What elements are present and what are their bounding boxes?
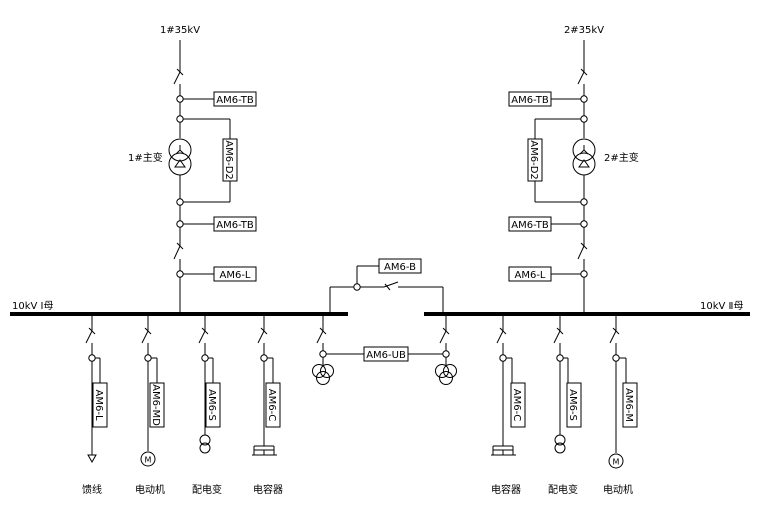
motor-branch-left: M AM6-MD [140, 316, 165, 467]
right-ct-mid [580, 198, 588, 206]
dist-branch-left: AM6-S [198, 316, 221, 454]
meter-dist-s-left-label: AM6-S [206, 389, 217, 421]
left-incoming-breaker [173, 242, 184, 271]
left-incoming-switch [173, 68, 184, 96]
cap-branch-left: AM6-C [252, 316, 281, 456]
cap-branch-right: AM6-C [491, 316, 526, 456]
meter-right-tb-bottom-label: AM6-TB [511, 220, 549, 231]
left-ct-top [176, 95, 184, 103]
right-incoming-label: 2#35kV [564, 25, 604, 36]
meter-dist-s-left [205, 382, 221, 428]
meter-bus-tie [378, 258, 422, 274]
meter-pt-label: AM6-UB [366, 350, 406, 361]
bus-right-label: 10kV Ⅱ母 [700, 300, 743, 312]
meter-left-tb-top-label: AM6-TB [216, 95, 254, 106]
meter-dist-s-right-label: AM6-S [567, 389, 578, 421]
meter-left-tb-bottom-label: AM6-TB [216, 220, 254, 231]
motor-symbol-left-text: M [145, 456, 152, 465]
meter-motor-m [622, 382, 638, 428]
meter-right-d2-label: AM6-D2 [528, 140, 539, 180]
pt-branch-right [435, 316, 457, 385]
right-incoming-switch [577, 68, 588, 96]
motor-symbol-left [140, 451, 156, 467]
meter-right-tb-bottom [508, 216, 552, 232]
meter-cap-c-left-label: AM6-C [266, 389, 277, 421]
meter-left-l-label: AM6-L [219, 270, 250, 281]
meter-right-tb-top [508, 91, 552, 107]
motor-symbol-right-text: M [613, 458, 620, 467]
bus-left-label: 10kV Ⅰ母 [12, 300, 53, 312]
meter-feeder-l [92, 382, 108, 428]
feeder-branch: AM6-L [85, 316, 108, 464]
meter-cap-c-right [510, 382, 526, 428]
left-ct-feeder [176, 270, 184, 278]
dist-branch-right: AM6-S [553, 316, 582, 454]
meter-motor-m-label: AM6-M [623, 388, 634, 422]
left-incoming-section: 1#35kV AM6-TB AM6-D2 1#主变 [128, 25, 257, 313]
meter-right-tb-top-label: AM6-TB [511, 95, 549, 106]
right-incoming-section: 2#35kV AM6-TB AM6-D2 2#主变 [508, 25, 639, 313]
left-transformer-label: 1#主变 [128, 151, 163, 164]
pt-branch-left [312, 316, 334, 385]
load-feeder-label: 馈线 [82, 483, 102, 496]
right-ct-top-2 [580, 115, 588, 123]
meter-bus-tie-label: AM6-B [384, 262, 416, 273]
right-ct-top [580, 95, 588, 103]
meter-right-l-label: AM6-L [514, 270, 545, 281]
meter-motor-md-label: AM6-MD [150, 384, 161, 426]
load-dist-left-label: 配电变 [192, 483, 222, 496]
meter-cap-c-right-label: AM6-C [511, 389, 522, 421]
load-cap-left-label: 电容器 [253, 483, 283, 496]
load-cap-right-label: 电容器 [491, 483, 521, 496]
meter-dist-s-right [566, 382, 582, 428]
left-ct-mid [176, 198, 184, 206]
bus-tie: AM6-B [329, 258, 444, 312]
right-transformer-label: 2#主变 [604, 151, 639, 164]
right-ct-low [580, 220, 588, 228]
meter-feeder-l-label: AM6-L [93, 389, 104, 420]
left-incoming-label: 1#35kV [160, 25, 200, 36]
meter-cap-c-left [265, 382, 281, 428]
left-main-transformer [168, 138, 192, 176]
meter-right-l [508, 266, 552, 282]
load-motor-left-label: 电动机 [135, 483, 165, 496]
right-incoming-breaker [577, 242, 588, 271]
meter-left-tb-top [213, 91, 257, 107]
meter-left-l [213, 266, 257, 282]
motor-branch-right: M AM6-M [608, 316, 638, 469]
left-ct-top-2 [176, 115, 184, 123]
load-motor-right-label: 电动机 [603, 483, 633, 496]
left-ct-low [176, 220, 184, 228]
meter-motor-md [149, 382, 165, 428]
motor-symbol-right [608, 453, 624, 469]
right-ct-feeder [580, 270, 588, 278]
meter-left-tb-bottom [213, 216, 257, 232]
meter-left-d2-label: AM6-D2 [223, 140, 234, 180]
load-dist-right-label: 配电变 [548, 483, 578, 496]
right-main-transformer [572, 138, 596, 176]
